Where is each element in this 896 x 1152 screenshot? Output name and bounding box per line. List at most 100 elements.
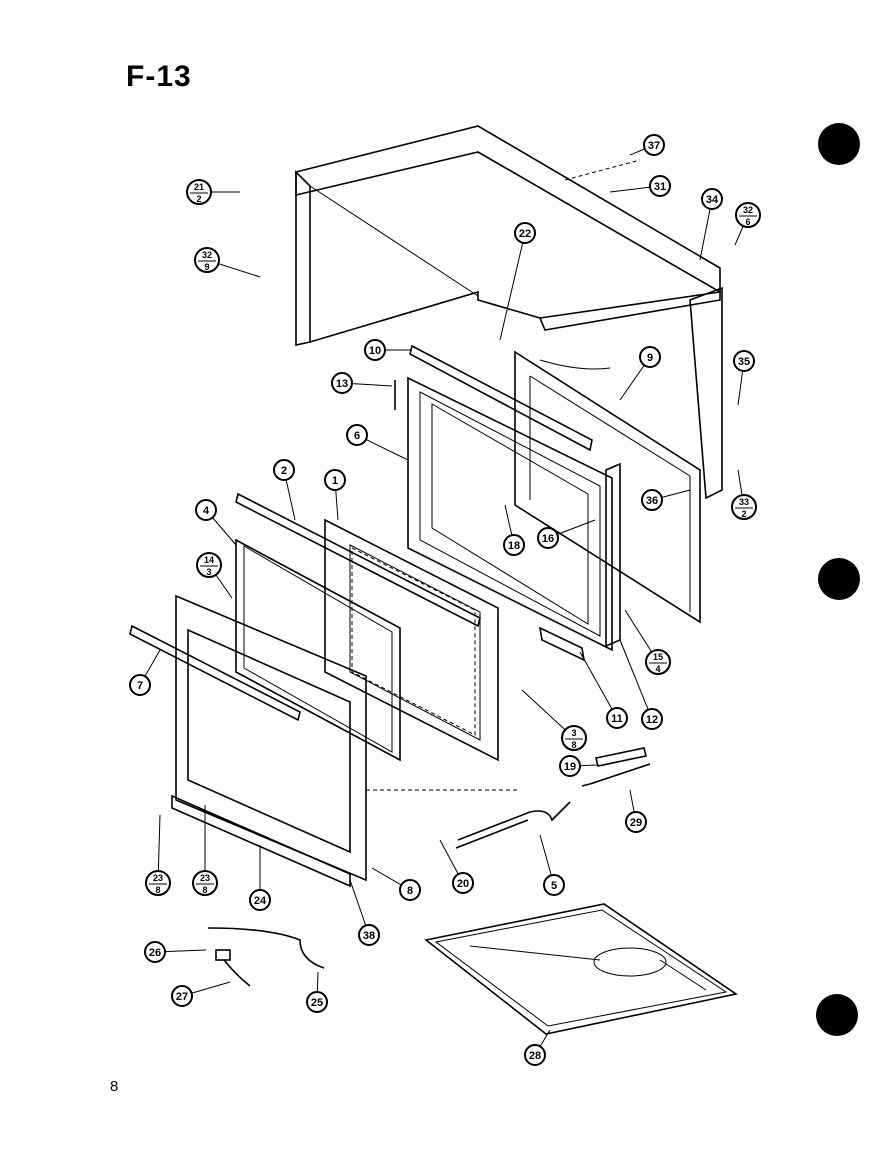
callout-circle (358, 924, 380, 946)
callout-34: 34 (699, 188, 723, 261)
callout-1: 1 (324, 469, 346, 521)
callout-25: 25 (306, 971, 328, 1013)
hinge-arm-5 (455, 801, 571, 849)
callout-number: 14 (204, 555, 214, 565)
callout-circle (735, 202, 761, 228)
callout-leader-line (579, 651, 618, 719)
callout-2: 2 (273, 459, 296, 521)
front-door-8 (175, 594, 520, 882)
callout-circle (514, 222, 536, 244)
callout-11: 11 (579, 651, 628, 729)
door-handle-7 (129, 624, 301, 722)
callout-circle (641, 708, 663, 730)
callout-circle (543, 874, 565, 896)
callout-circle (129, 674, 151, 696)
callout-14-3: 143 (196, 552, 233, 599)
callout-number: 5 (551, 880, 557, 892)
callout-number: 7 (137, 680, 143, 692)
callout-number: 23 (153, 873, 163, 883)
spring-29 (581, 763, 651, 787)
callout-quantity: 2 (741, 509, 746, 519)
cabinet-top-cover (295, 125, 721, 346)
callout-15-4: 154 (624, 609, 671, 675)
callout-number: 29 (630, 817, 642, 829)
oven-frame-6 (394, 376, 613, 652)
callout-circle (731, 494, 757, 520)
back-frame-9 (514, 350, 701, 624)
callout-number: 16 (542, 533, 554, 545)
callout-number: 35 (738, 356, 750, 368)
diagram-sheet (24, 30, 872, 1144)
callout-5: 5 (539, 834, 565, 896)
binder-hole-top (818, 123, 860, 165)
callout-quantity: 6 (745, 217, 750, 227)
callout-number: 19 (564, 761, 576, 773)
wire-harness-25 (207, 927, 325, 987)
callout-number: 32 (202, 250, 212, 260)
callout-number: 31 (654, 181, 666, 193)
inner-panel-1 (324, 518, 499, 762)
callout-23-8a: 238 (145, 814, 171, 896)
callout-number: 6 (354, 430, 360, 442)
bottom-rail-24 (171, 794, 351, 888)
callout-number: 22 (519, 228, 531, 240)
callout-4: 4 (195, 499, 237, 546)
callout-10: 10 (364, 339, 412, 361)
callout-circle (145, 870, 171, 896)
callout-circle (196, 552, 222, 578)
callout-38: 38 (349, 879, 380, 946)
callout-number: 27 (176, 991, 188, 1003)
callout-number: 10 (369, 345, 381, 357)
rear-panel-34 (689, 286, 723, 500)
callout-36: 36 (641, 489, 691, 511)
callout-number: 18 (508, 540, 520, 552)
callout-circle (503, 534, 525, 556)
callout-quantity: 3 (206, 567, 211, 577)
lever-19 (595, 747, 647, 767)
callout-6: 6 (346, 424, 409, 461)
callout-number: 4 (203, 505, 210, 517)
callout-circle (625, 811, 647, 833)
callout-circle (249, 889, 271, 911)
callout-27: 27 (171, 981, 231, 1007)
callout-circle (524, 1044, 546, 1066)
callout-7: 7 (129, 649, 161, 696)
side-strip-12 (605, 462, 621, 648)
callout-22: 22 (499, 222, 536, 341)
callout-23-8b: 238 (192, 805, 218, 896)
callout-circle (364, 339, 386, 361)
callout-26: 26 (144, 941, 207, 963)
callout-quantity: 9 (204, 262, 209, 272)
callout-circle (346, 424, 368, 446)
callout-number: 26 (149, 947, 161, 959)
callout-circle (641, 489, 663, 511)
callout-number: 34 (706, 194, 719, 206)
callout-quantity: 4 (655, 664, 660, 674)
callout-number: 21 (194, 182, 204, 192)
callout-leader-line (619, 639, 653, 720)
callout-number: 1 (332, 475, 338, 487)
callout-circle (192, 870, 218, 896)
callout-quantity: 8 (571, 740, 576, 750)
top-strip-10 (409, 344, 593, 452)
callout-circle (537, 527, 559, 549)
callout-circle (559, 755, 581, 777)
drip-pan-28 (424, 903, 739, 1035)
callout-circle (331, 372, 353, 394)
callout-quantity: 8 (155, 885, 160, 895)
callout-32-6a: 326 (734, 202, 761, 246)
callout-number: 25 (311, 997, 323, 1009)
callout-18: 18 (503, 504, 525, 556)
callout-circle (399, 879, 421, 901)
callout-quantity: 8 (202, 885, 207, 895)
page-number: 8 (110, 1078, 119, 1095)
callout-35: 35 (733, 350, 755, 406)
callout-circle (701, 188, 723, 210)
callout-circle (324, 469, 346, 491)
callout-circle (649, 175, 671, 197)
callout-circle (195, 499, 217, 521)
callout-circle (306, 991, 328, 1013)
